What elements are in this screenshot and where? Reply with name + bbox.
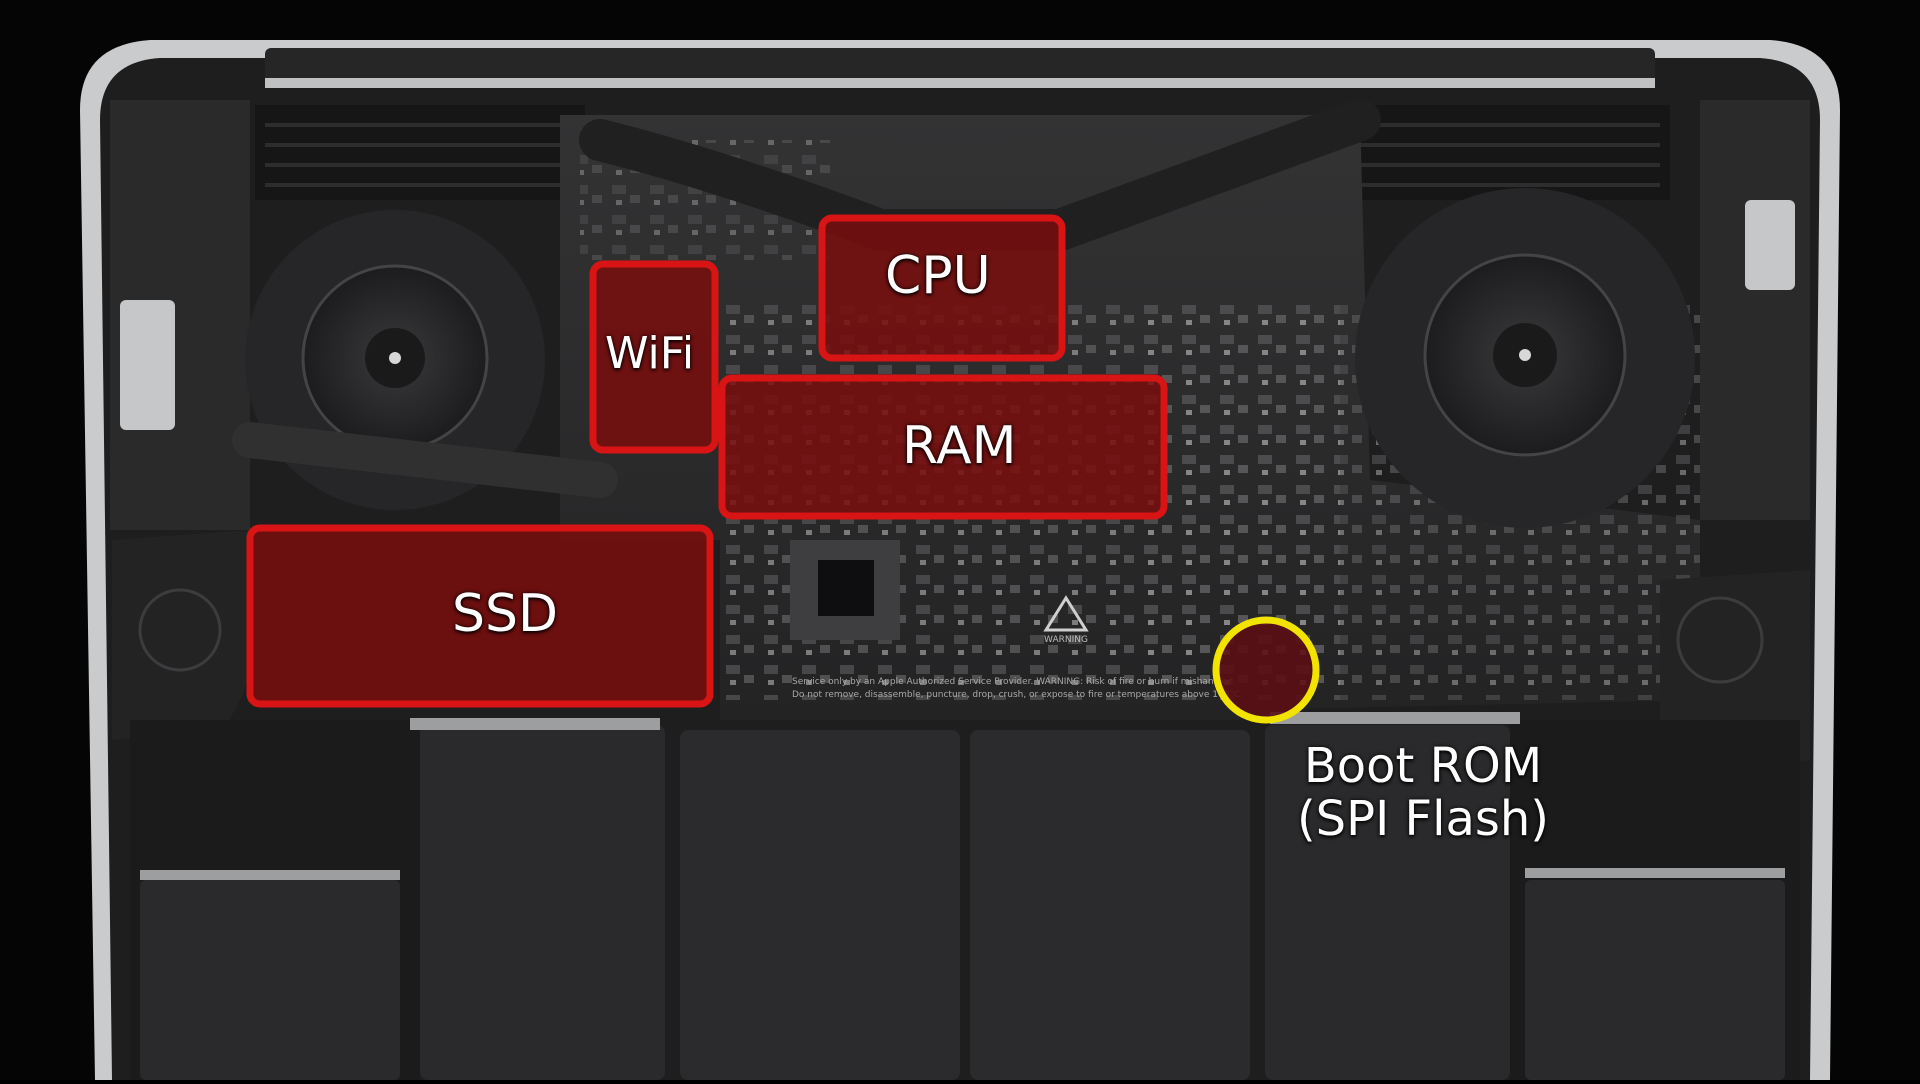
cpu-label: CPU	[885, 246, 991, 306]
ribbon-cable	[232, 422, 618, 498]
right-speaker	[1660, 570, 1810, 762]
service-notice-line1: Service only by an Apple Authorized Serv…	[792, 677, 1236, 687]
vent-fins	[265, 123, 1660, 187]
ssd-highlight	[246, 524, 714, 708]
wifi-highlight	[589, 260, 719, 454]
warning-text: WARNING	[1044, 635, 1088, 645]
service-notice-line2: Do not remove, disassemble, puncture, dr…	[792, 690, 1243, 700]
left-port	[120, 300, 175, 430]
boot-rom-callout-ring	[1212, 616, 1320, 724]
ram-label: RAM	[902, 416, 1017, 476]
battery	[130, 712, 1800, 1080]
left-speaker	[112, 530, 256, 740]
left-fan-pin	[389, 352, 401, 364]
left-speaker-grille	[138, 588, 222, 672]
boot-rom-label: Boot ROM	[1303, 738, 1543, 794]
right-io-board	[1700, 100, 1810, 520]
chip-die	[818, 560, 874, 616]
hinge-strip	[265, 78, 1655, 88]
cpu-highlight	[818, 214, 1066, 362]
right-port	[1745, 200, 1795, 290]
spi-flash-label: (SPI Flash)	[1296, 790, 1550, 847]
right-fan-pin	[1519, 349, 1531, 361]
ssd-label: SSD	[452, 584, 559, 644]
right-speaker-grille	[1676, 596, 1764, 684]
boot-rom-callout: Boot ROM (SPI Flash)	[1288, 740, 1558, 846]
warning-sticker: WARNING	[1043, 595, 1089, 645]
wifi-label: WiFi	[605, 328, 695, 379]
ram-highlight	[718, 374, 1168, 520]
